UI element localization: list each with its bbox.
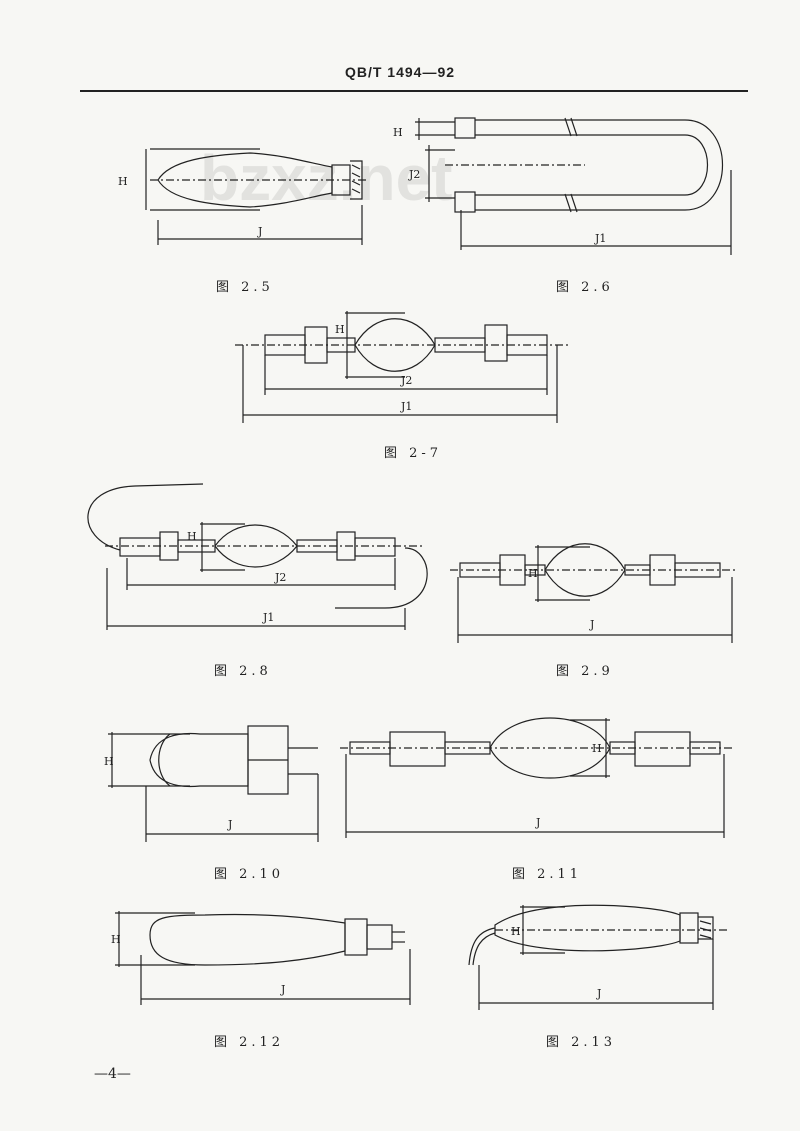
- label-h: H: [104, 755, 114, 768]
- caption-2-6: 图 2.6: [556, 280, 614, 295]
- label-j2: J2: [408, 168, 420, 181]
- u-tube-outer: [475, 119, 724, 211]
- label-h: H: [111, 933, 121, 946]
- right-collar: [484, 324, 508, 362]
- label-h: H: [528, 567, 538, 580]
- right-sleeve: [634, 731, 691, 767]
- caption-2-8: 图 2.8: [214, 664, 272, 679]
- header-rule: [80, 90, 748, 92]
- caption-2-13: 图 2.13: [546, 1035, 617, 1050]
- lead-wires: [468, 927, 496, 966]
- label-j2: J2: [274, 571, 286, 584]
- end-cap-bottom: [454, 191, 476, 213]
- caption-2-12: 图 2.12: [214, 1035, 285, 1050]
- caption-2-5: 图 2.5: [216, 280, 274, 295]
- standard-code-header: QB/T 1494—92: [344, 64, 456, 80]
- label-h: H: [335, 323, 345, 336]
- figure-2-13: H J: [468, 904, 730, 1010]
- label-j: J: [257, 225, 262, 238]
- figure-2-7: H J2 J1: [235, 311, 570, 423]
- label-h: H: [592, 742, 602, 755]
- bulb-tip: [158, 733, 171, 787]
- break-marks: [564, 117, 578, 213]
- page-number: —4—: [94, 1066, 131, 1082]
- lamp-bulb: [149, 913, 346, 966]
- label-h: H: [118, 175, 128, 188]
- label-j: J: [589, 618, 594, 631]
- label-j1: J1: [594, 232, 606, 245]
- label-j: J: [596, 987, 601, 1000]
- label-j2: J2: [400, 374, 412, 387]
- caption-2-7: 图 2-7: [384, 446, 443, 461]
- label-j1: J1: [262, 611, 274, 624]
- lamp-neck: [679, 912, 699, 944]
- figure-2-9: H J: [450, 543, 735, 643]
- label-j: J: [227, 818, 232, 831]
- figure-2-5: H J: [118, 148, 368, 245]
- caption-2-11: 图 2.11: [512, 867, 583, 882]
- label-j: J: [535, 816, 540, 829]
- figure-2-8: H J2 J1: [87, 483, 428, 630]
- lamp-base: [366, 924, 393, 950]
- right-stem: [354, 537, 396, 557]
- figure-2-10: H J: [104, 725, 319, 842]
- lamp-collar: [344, 918, 368, 956]
- screw-thread: [351, 164, 361, 194]
- left-neck: [444, 741, 491, 755]
- figure-2-6: H J2 J1: [393, 117, 732, 255]
- left-sleeve: [389, 731, 446, 767]
- right-lead-wire: [335, 547, 428, 609]
- label-h: H: [511, 925, 521, 938]
- left-neck: [177, 539, 216, 553]
- figure-2-12: H J: [111, 911, 411, 1005]
- label-h: H: [187, 530, 197, 543]
- u-tube-inner: [475, 134, 708, 196]
- caption-2-9: 图 2.9: [556, 664, 614, 679]
- lamp-bulb: [149, 732, 249, 788]
- label-j: J: [280, 983, 285, 996]
- label-h: H: [393, 126, 403, 139]
- figure-2-11: H J: [340, 717, 735, 838]
- left-stem: [119, 537, 161, 557]
- label-j1: J1: [400, 400, 412, 413]
- left-lead-wire: [87, 483, 204, 551]
- end-cap-top: [454, 117, 476, 139]
- caption-2-10: 图 2.10: [214, 867, 285, 882]
- screw-base: [698, 916, 714, 940]
